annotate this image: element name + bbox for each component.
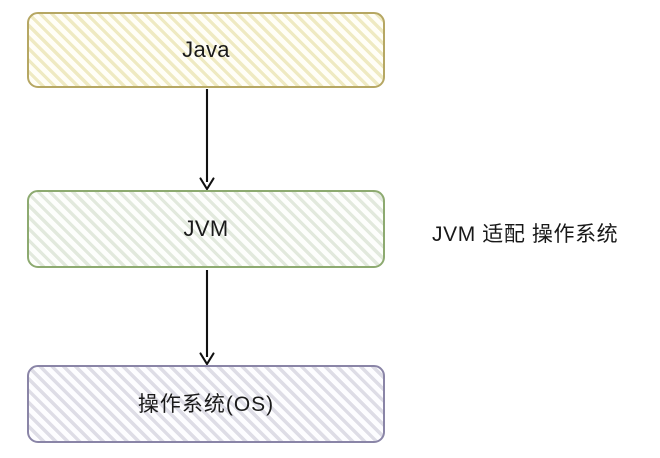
arrow-jvm-to-os-head bbox=[199, 352, 215, 366]
node-jvm[interactable]: JVM bbox=[27, 190, 385, 268]
node-java-label: Java bbox=[182, 37, 230, 62]
arrow-java-to-jvm-head bbox=[199, 177, 215, 191]
node-jvm-label: JVM bbox=[183, 216, 229, 241]
side-annotation-text: JVM 适配 操作系统 bbox=[432, 223, 619, 246]
node-java[interactable]: Java bbox=[27, 12, 385, 88]
node-os-label: 操作系统(OS) bbox=[137, 392, 275, 416]
node-os[interactable]: 操作系统(OS) bbox=[27, 365, 385, 443]
